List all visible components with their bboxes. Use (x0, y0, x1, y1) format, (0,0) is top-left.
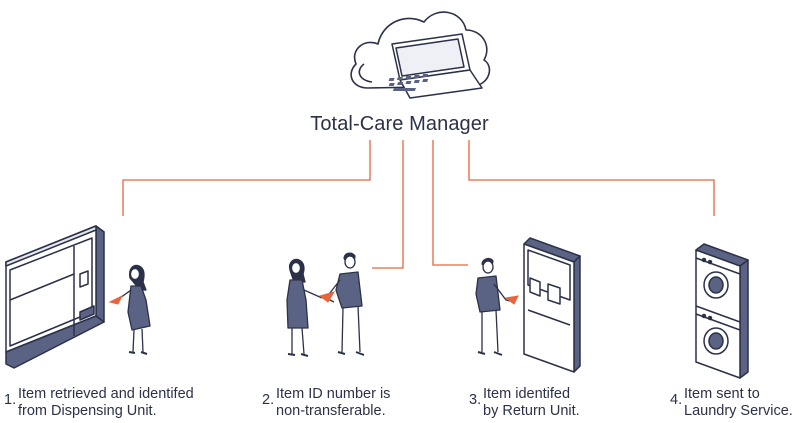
id-tag-icon (318, 291, 336, 303)
person-icon (325, 252, 365, 356)
step-text-line: Item sent to (684, 386, 760, 402)
dispensing-unit-icon (5, 225, 105, 369)
id-tag-icon (108, 294, 124, 305)
connector-lines (122, 140, 715, 269)
connector-step-2 (372, 140, 404, 269)
person-icon (286, 258, 323, 357)
step-number: 3. (469, 392, 482, 408)
id-tag-icon (504, 295, 519, 305)
step-number: 4. (670, 392, 683, 408)
laptop-icon (388, 33, 483, 99)
diagram-title: Total-Care Manager (310, 113, 489, 135)
person-icon (475, 257, 515, 356)
step-text-line: Item identifed (483, 386, 571, 402)
step-text-line: from Dispensing Unit. (18, 403, 157, 419)
step-text-line: non-transferable. (276, 403, 386, 419)
step-number: 2. (262, 392, 275, 408)
step-number: 1. (4, 392, 17, 408)
step-text-line: by Return Unit. (483, 403, 580, 419)
laundry-machine-icon (695, 243, 749, 379)
step-text-line: Item ID number is (276, 386, 391, 402)
connector-step-4 (468, 140, 715, 216)
connector-step-3 (432, 140, 468, 266)
step-text-line: Laundry Service. (684, 403, 793, 419)
return-unit-icon (523, 237, 581, 373)
step-text-line: Item retrieved and identifed (18, 386, 194, 402)
person-icon (119, 264, 151, 355)
connector-step-1 (122, 140, 371, 216)
